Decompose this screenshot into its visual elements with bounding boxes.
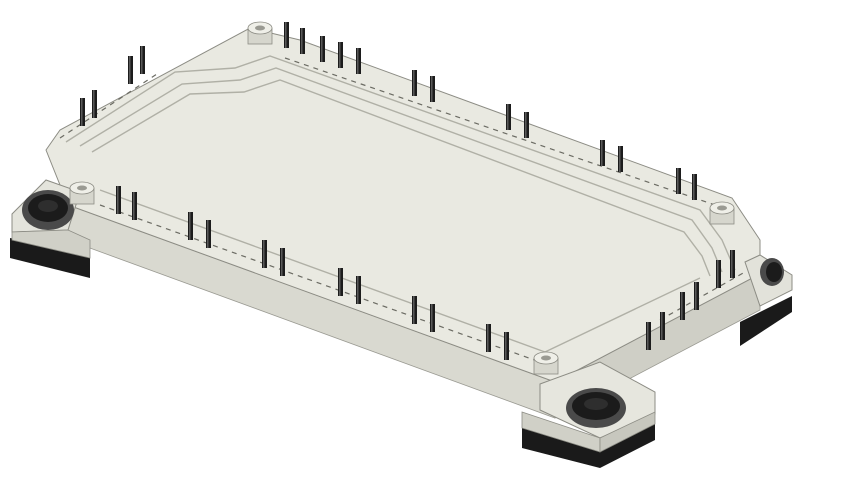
pin-top-9 [524,112,529,138]
post-right [709,201,735,225]
pin-top-2 [300,28,305,54]
post-left [69,181,95,205]
ledge-front [99,204,541,363]
baseplate-front-right-tab [522,420,655,468]
pin-top-3 [320,36,325,62]
pin-right-2 [660,312,665,340]
pin-right-6 [730,250,735,278]
pin-top-5 [356,48,361,74]
baseplate [10,238,792,468]
pin-top-11 [618,146,623,172]
pin-top-6 [412,70,417,96]
post-front [533,351,559,375]
front-right-mount-ear-side [599,411,656,453]
housing [11,27,793,453]
pin-top-4 [338,42,343,68]
baseplate-right-tab [740,296,792,346]
frame-line-middle [79,67,723,273]
pin-front-3 [188,212,193,240]
frame-line-outer [65,55,736,271]
mount-hole-left [22,190,74,230]
pin-front-4 [206,220,211,248]
pin-left-2 [92,90,97,118]
pin-top-8 [506,104,511,130]
pin-right-1 [646,322,651,350]
pin-front-6 [280,248,285,276]
left-mount-ear-front [11,229,91,259]
pin-front-5 [262,240,267,268]
pin-top-12 [676,168,681,194]
dashed-ledges [59,57,746,363]
frame-line-inner [91,79,711,277]
pin-front-10 [430,304,435,332]
mount-hole-right [760,258,784,286]
pin-front-9 [412,296,417,324]
pin-right-4 [694,282,699,310]
post-top [247,21,273,45]
pin-top-13 [692,174,697,200]
terminal-pins [80,22,735,360]
pin-front-11 [486,324,491,352]
pin-left-1 [80,98,85,126]
baseplate-left-tab [10,238,90,278]
pin-front-12 [504,332,509,360]
mount-hole-front-right [566,388,626,428]
housing-top-face [45,27,761,383]
pin-front-8 [356,276,361,304]
pin-left-4 [140,46,145,74]
pin-front-2 [132,192,137,220]
alignment-posts [69,21,735,375]
pin-right-3 [680,292,685,320]
mounting-holes [22,190,784,428]
pin-top-10 [600,140,605,166]
pin-front-7 [338,268,343,296]
ledge-right [659,271,746,321]
pin-top-1 [284,22,289,48]
pin-top-7 [430,76,435,102]
pin-left-3 [128,56,133,84]
pin-right-5 [716,260,721,288]
pin-front-1 [116,186,121,214]
